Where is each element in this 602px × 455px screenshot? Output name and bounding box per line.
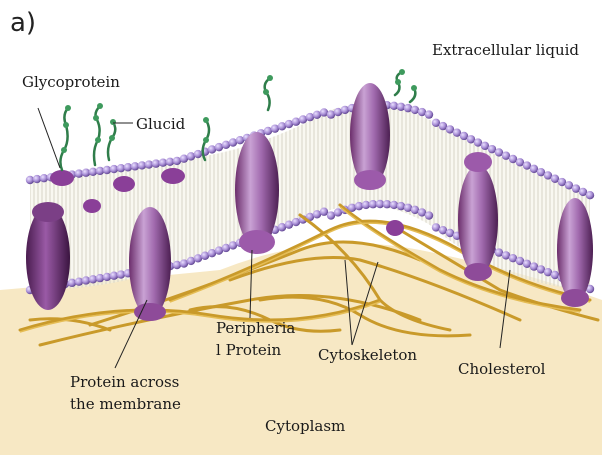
phospholipid-head xyxy=(355,202,363,210)
phospholipid-head xyxy=(586,191,594,199)
phospholipid-head xyxy=(390,201,398,209)
label-protein-across-membrane: Protein across the membrane xyxy=(70,372,181,416)
phospholipid-head xyxy=(173,261,181,269)
phospholipid-head xyxy=(341,106,349,114)
label-glucid: Glucid xyxy=(136,114,185,136)
phospholipid-head xyxy=(103,273,111,281)
label-glycoprotein: Glycoprotein xyxy=(22,72,120,94)
panel-label: a) xyxy=(10,8,36,38)
phospholipid-head xyxy=(75,277,83,285)
phospholipid-head xyxy=(425,110,433,118)
phospholipid-head xyxy=(404,104,412,112)
phospholipid-head xyxy=(425,211,433,219)
phospholipid-head xyxy=(82,276,90,284)
label-extracellular-liquid: Extracellular liquid xyxy=(432,40,579,62)
phospholipid-head xyxy=(117,270,125,278)
label-cholesterol: Cholesterol xyxy=(458,359,545,381)
phospholipid-head xyxy=(89,275,97,283)
label-cytoskeleton: Cytoskeleton xyxy=(318,345,417,367)
phospholipid-head xyxy=(110,272,118,280)
label-peripheral-protein: Peripheria l Protein xyxy=(216,318,295,362)
label-cytoplasm: Cytoplasm xyxy=(265,416,345,438)
phospholipid-head xyxy=(68,279,76,287)
phospholipid-head xyxy=(397,202,405,210)
phospholipid-head xyxy=(397,103,405,111)
phospholipid-head xyxy=(96,274,104,282)
